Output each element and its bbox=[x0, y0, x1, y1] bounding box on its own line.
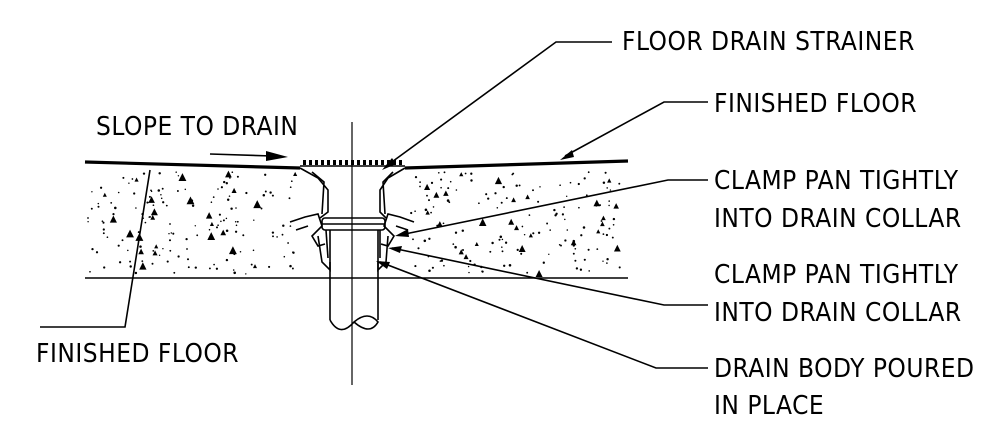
label-clamp-pan-1-line1: CLAMP PAN TIGHTLY bbox=[714, 166, 959, 196]
finished-floor-surface bbox=[84, 159, 629, 170]
label-finished-floor-left: FINISHED FLOOR bbox=[36, 339, 239, 369]
leader-lines bbox=[40, 41, 708, 369]
label-drain-body-line1: DRAIN BODY POURED bbox=[714, 354, 975, 384]
label-floor-drain-strainer: FLOOR DRAIN STRAINER bbox=[622, 27, 915, 57]
label-slope-to-drain: SLOPE TO DRAIN bbox=[96, 112, 298, 142]
slope-arrow bbox=[209, 151, 288, 161]
label-finished-floor-top: FINISHED FLOOR bbox=[714, 89, 917, 119]
label-clamp-pan-2-line2: INTO DRAIN COLLAR bbox=[714, 298, 962, 328]
concrete-aggregate-hatch bbox=[87, 170, 621, 277]
drain-pipe bbox=[329, 230, 379, 331]
label-drain-body-line2: IN PLACE bbox=[714, 391, 824, 421]
label-clamp-pan-1-line2: INTO DRAIN COLLAR bbox=[714, 204, 962, 234]
label-clamp-pan-2-line1: CLAMP PAN TIGHTLY bbox=[714, 260, 959, 290]
